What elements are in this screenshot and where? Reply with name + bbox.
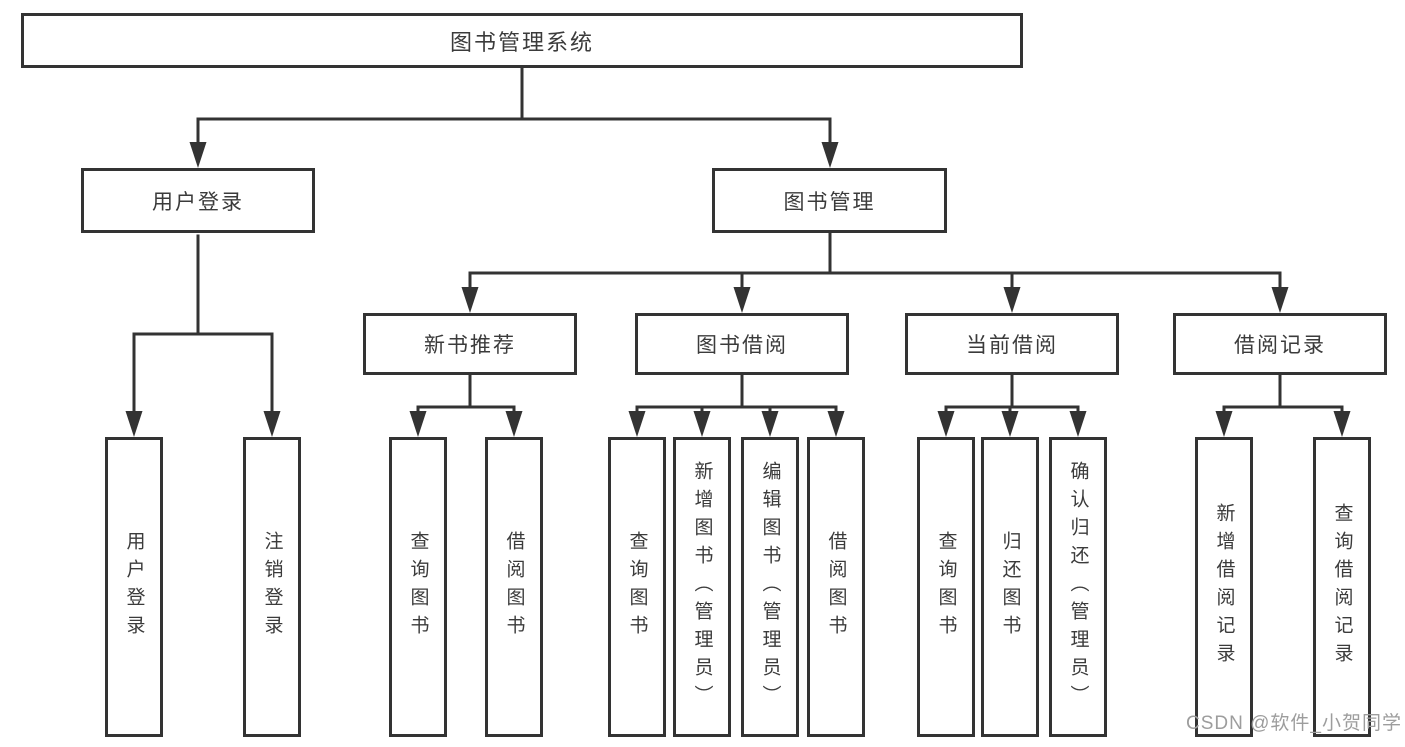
arrowhead-icon: [937, 411, 955, 437]
leaf-query-borrow-record: 查询借阅记录: [1313, 437, 1371, 737]
node-label: 查询图书: [407, 531, 429, 643]
node-label: 新增借阅记录: [1213, 503, 1235, 671]
arrowhead-icon: [505, 411, 523, 437]
watermark-text: CSDN @软件_小贺同学: [1186, 713, 1402, 734]
arrowhead-icon: [461, 287, 479, 313]
arrowhead-icon: [761, 411, 779, 437]
node-label: 新增图书（管理员）: [691, 461, 713, 713]
connector-newbook-to-leaves: [416, 373, 516, 416]
leaf-confirm-return-admin: 确认归还（管理员）: [1049, 437, 1107, 737]
leaf-borrow-books-newbook: 借阅图书: [485, 437, 543, 737]
leaf-logout-login: 注销登录: [243, 437, 301, 737]
leaf-add-books-admin: 新增图书（管理员）: [673, 437, 731, 737]
node-label: 用户登录: [152, 190, 244, 214]
arrowhead-icon: [733, 287, 751, 313]
node-label: 查询图书: [935, 531, 957, 643]
node-label: 查询图书: [626, 531, 648, 643]
node-user-login: 用户登录: [81, 168, 315, 233]
leaf-add-borrow-record: 新增借阅记录: [1195, 437, 1253, 737]
node-new-book-recommendation: 新书推荐: [363, 313, 577, 375]
node-book-borrowing: 图书借阅: [635, 313, 849, 375]
node-label: 查询借阅记录: [1331, 503, 1353, 671]
arrowhead-icon: [409, 411, 427, 437]
connector-root-to-level2: [196, 66, 832, 147]
arrowhead-icon: [1003, 287, 1021, 313]
node-label: 图书管理系统: [449, 29, 594, 55]
arrowhead-icon: [821, 142, 839, 168]
node-label: 用户登录: [123, 531, 145, 643]
arrowhead-icon: [628, 411, 646, 437]
arrowhead-icon: [1271, 287, 1289, 313]
node-label: 借阅图书: [825, 531, 847, 643]
leaf-borrow-books-borrowing: 借阅图书: [807, 437, 865, 737]
node-label: 图书借阅: [696, 334, 788, 357]
connector-currentborrow-to-leaves: [944, 373, 1080, 416]
node-label: 归还图书: [999, 531, 1021, 643]
node-label: 新书推荐: [424, 334, 516, 357]
node-label: 借阅图书: [503, 531, 525, 643]
arrowhead-icon: [1001, 411, 1019, 437]
leaf-query-books-borrowing: 查询图书: [608, 437, 666, 737]
node-label: 注销登录: [261, 531, 283, 643]
arrowhead-icon: [189, 142, 207, 168]
node-label: 借阅记录: [1234, 334, 1326, 357]
connector-bookborrow-to-leaves: [635, 373, 838, 416]
leaf-query-books-current: 查询图书: [917, 437, 975, 737]
arrowhead-icon: [1333, 411, 1351, 437]
arrowhead-icon: [263, 411, 281, 437]
node-label: 编辑图书（管理员）: [759, 461, 781, 713]
node-label: 图书管理: [783, 190, 876, 214]
connector-bookmgmt-to-level3: [468, 231, 1282, 292]
node-book-management: 图书管理: [712, 168, 947, 233]
arrowhead-icon: [1069, 411, 1087, 437]
connector-record-to-leaves: [1222, 373, 1344, 416]
arrowhead-icon: [1215, 411, 1233, 437]
arrowheads: [125, 142, 1351, 437]
arrowhead-icon: [827, 411, 845, 437]
node-current-borrowing: 当前借阅: [905, 313, 1119, 375]
leaf-query-books-newbook: 查询图书: [389, 437, 447, 737]
arrowhead-icon: [125, 411, 143, 437]
arrowhead-icon: [693, 411, 711, 437]
leaf-return-books: 归还图书: [981, 437, 1039, 737]
node-label: 当前借阅: [966, 334, 1058, 357]
node-borrowing-record: 借阅记录: [1173, 313, 1387, 375]
leaf-user-login: 用户登录: [105, 437, 163, 737]
leaf-edit-books-admin: 编辑图书（管理员）: [741, 437, 799, 737]
connector-userlogin-to-leaves: [132, 234, 274, 416]
node-library-management-system: 图书管理系统: [21, 13, 1023, 68]
node-label: 确认归还（管理员）: [1067, 461, 1089, 713]
